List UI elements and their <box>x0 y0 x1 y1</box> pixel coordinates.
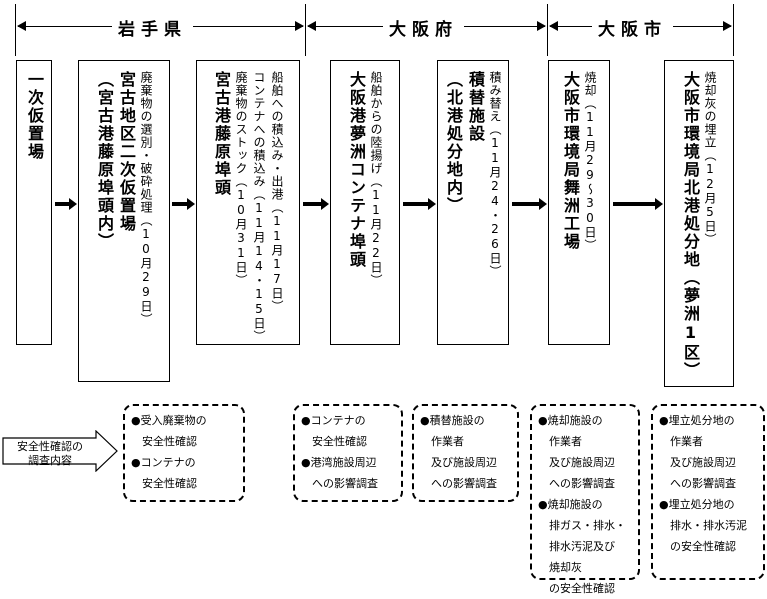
note-box-iwate: ●受入廃棄物の 安全性確認 ●コンテナの 安全性確認 <box>123 404 245 502</box>
arrowhead-right-icon <box>723 21 732 31</box>
step-activity: 廃棄物のストック（10月31日） <box>234 71 248 287</box>
arrowhead-left-icon <box>17 21 26 31</box>
flow-arrow-icon <box>303 198 329 210</box>
flow-arrow-icon <box>403 198 436 210</box>
step-title: 大阪市環境局舞洲工場 <box>561 71 580 251</box>
note-box-hokko-landfill: ●埋立処分地の 作業者 及び施設周辺 への影響調査 ●埋立処分地の 排水・排水汚… <box>651 404 765 580</box>
step-activity: 廃棄物の選別・破砕処理（10月29日） <box>139 71 153 326</box>
arrowhead-left-icon <box>549 21 558 31</box>
step-title: 宮古港藤原埠頭 <box>212 71 231 197</box>
step-box-hokko-landfill: 焼却灰の埋立（12月5日） 大阪市環境局北港処分地（夢洲1区） <box>664 60 734 387</box>
step-box-maishima-plant: 焼却（11月29～30日） 大阪市環境局舞洲工場 <box>548 60 610 345</box>
step-title-sub: （北港処分地内） <box>444 71 463 215</box>
step-box-yumeshima-container-pier: 船舶からの陸揚げ（11月22日） 大阪港夢洲コンテナ埠頭 <box>330 60 400 345</box>
note-item: ●コンテナの 安全性確認 <box>131 456 197 490</box>
step-activity: 焼却灰の埋立（12月5日） <box>703 71 717 246</box>
note-item: ●港湾施設周辺 への影響調査 <box>301 456 378 490</box>
region-label-osaka-city: 大阪市 <box>592 15 673 40</box>
step-activity: 積み替え（11月24・26日） <box>488 71 502 278</box>
step-box-miyako-fujiwara-pier: 船舶への積込み・出港（11月17日） コンテナへの積込み（11月14・15日） … <box>196 60 300 345</box>
region-label-osaka-pref: 大阪府 <box>383 15 464 40</box>
divider-line-iwate-osaka-pref <box>305 4 306 56</box>
divider-line-left <box>15 4 16 56</box>
arrowhead-right-icon <box>537 21 546 31</box>
flow-arrow-icon <box>172 198 195 210</box>
divider-line-osaka-pref-city <box>547 4 548 56</box>
step-activity: 船舶への積込み・出港（11月17日） <box>270 71 284 313</box>
note-item: ●コンテナの 安全性確認 <box>301 414 367 448</box>
arrowhead-right-icon <box>295 21 304 31</box>
note-box-transfer-facility: ●積替施設の 作業者 及び施設周辺 への影響調査 <box>412 404 519 502</box>
note-item: ●受入廃棄物の 安全性確認 <box>131 414 207 448</box>
step-title: 積替施設 <box>466 71 485 143</box>
note-box-maishima-plant: ●焼却施設の 作業者 及び施設周辺 への影響調査 ●焼却施設の 排ガス・排水・ … <box>530 404 640 595</box>
callout-label: 安全性確認の 調査内容 <box>17 440 83 467</box>
step-title: 大阪市環境局北港処分地（夢洲1区） <box>681 71 700 380</box>
note-item: ●積替施設の 作業者 及び施設周辺 への影響調査 <box>420 414 497 490</box>
flow-arrow-icon <box>613 198 663 210</box>
divider-line-right <box>733 4 734 56</box>
note-item: ●焼却施設の 作業者 及び施設周辺 への影響調査 <box>538 414 615 490</box>
step-title: 一次仮置場 <box>25 71 44 161</box>
note-box-yumeshima-pier: ●コンテナの 安全性確認 ●港湾施設周辺 への影響調査 <box>293 404 403 502</box>
step-box-primary-temporary-site: 一次仮置場 <box>16 60 52 345</box>
step-title: 大阪港夢洲コンテナ埠頭 <box>347 71 366 269</box>
flow-arrow-icon <box>512 198 547 210</box>
step-activity: 焼却（11月29～30日） <box>583 71 597 252</box>
note-item: ●埋立処分地の 作業者 及び施設周辺 への影響調査 <box>659 414 736 490</box>
flow-arrow-icon <box>55 198 77 210</box>
step-title-sub: （宮古港藤原埠頭内） <box>95 71 114 251</box>
step-title: 宮古地区二次仮置場 <box>117 71 136 233</box>
arrowhead-left-icon <box>307 21 316 31</box>
note-item: ●埋立処分地の 排水・排水汚泥 の安全性確認 <box>659 498 747 553</box>
step-box-transfer-facility: 積み替え（11月24・26日） 積替施設 （北港処分地内） <box>437 60 509 345</box>
region-label-iwate: 岩手県 <box>112 15 193 40</box>
step-activity: コンテナへの積込み（11月14・15日） <box>252 71 266 343</box>
note-item: ●焼却施設の 排ガス・排水・ 排水汚泥及び 焼却灰 の安全性確認 <box>538 498 626 595</box>
step-activity: 船舶からの陸揚げ（11月22日） <box>369 71 383 287</box>
step-box-miyako-secondary-site: 廃棄物の選別・破砕処理（10月29日） 宮古地区二次仮置場 （宮古港藤原埠頭内） <box>78 60 170 382</box>
callout-arrow <box>2 430 118 472</box>
